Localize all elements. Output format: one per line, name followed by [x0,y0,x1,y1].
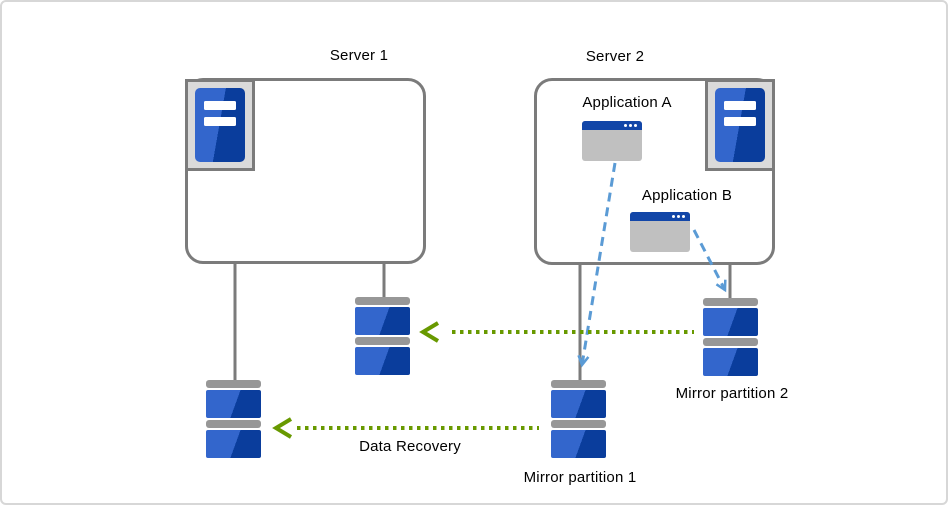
disk-cap [355,337,410,345]
disk-block [551,390,606,418]
tower-slot-bar [724,101,756,110]
server-connector-legs [233,263,732,381]
server-tower-icon [195,88,245,162]
mirror-partition-1-icon [551,380,606,458]
disk-block [551,430,606,458]
green-arrowhead-icon [419,321,440,343]
disk-cap [355,297,410,305]
tower-slot-bar [724,117,756,126]
server1-icon-frame [185,79,255,171]
window-dot [629,124,632,127]
window-dot [672,215,675,218]
disk-block [355,347,410,375]
window-dot [682,215,685,218]
tower-slot-bar [204,101,236,110]
window-dot [624,124,627,127]
green-arrowhead-icon [272,417,293,439]
disk-cap [703,298,758,306]
server2-label: Server 2 [585,48,645,65]
application-b-label: Application B [641,187,733,204]
window-dot [634,124,637,127]
mirror-partition-1-label: Mirror partition 1 [523,469,637,486]
disk-block [703,308,758,336]
window-dot [677,215,680,218]
application-a-label: Application A [582,94,672,111]
server1-label: Server 1 [329,47,389,64]
mirror-partition-2-label: Mirror partition 2 [675,385,789,402]
disk-block [703,348,758,376]
data-recovery-label: Data Recovery [359,438,461,455]
server2-icon-frame [705,79,775,171]
disk-block [206,430,261,458]
disk-cap [206,420,261,428]
server-tower-icon [715,88,765,162]
disk-cap [551,420,606,428]
disk-partition-icon [355,297,410,375]
mirror-partition-2-icon [703,298,758,376]
window-titlebar [630,212,690,221]
disk-cap [703,338,758,346]
application-window-icon [630,212,690,252]
disk-cap [206,380,261,388]
tower-slot-bar [204,117,236,126]
application-window-icon [582,121,642,161]
disk-block [355,307,410,335]
disk-partition-icon [206,380,261,458]
window-titlebar [582,121,642,130]
data-recovery-arrows [272,321,694,439]
disk-cap [551,380,606,388]
disk-block [206,390,261,418]
